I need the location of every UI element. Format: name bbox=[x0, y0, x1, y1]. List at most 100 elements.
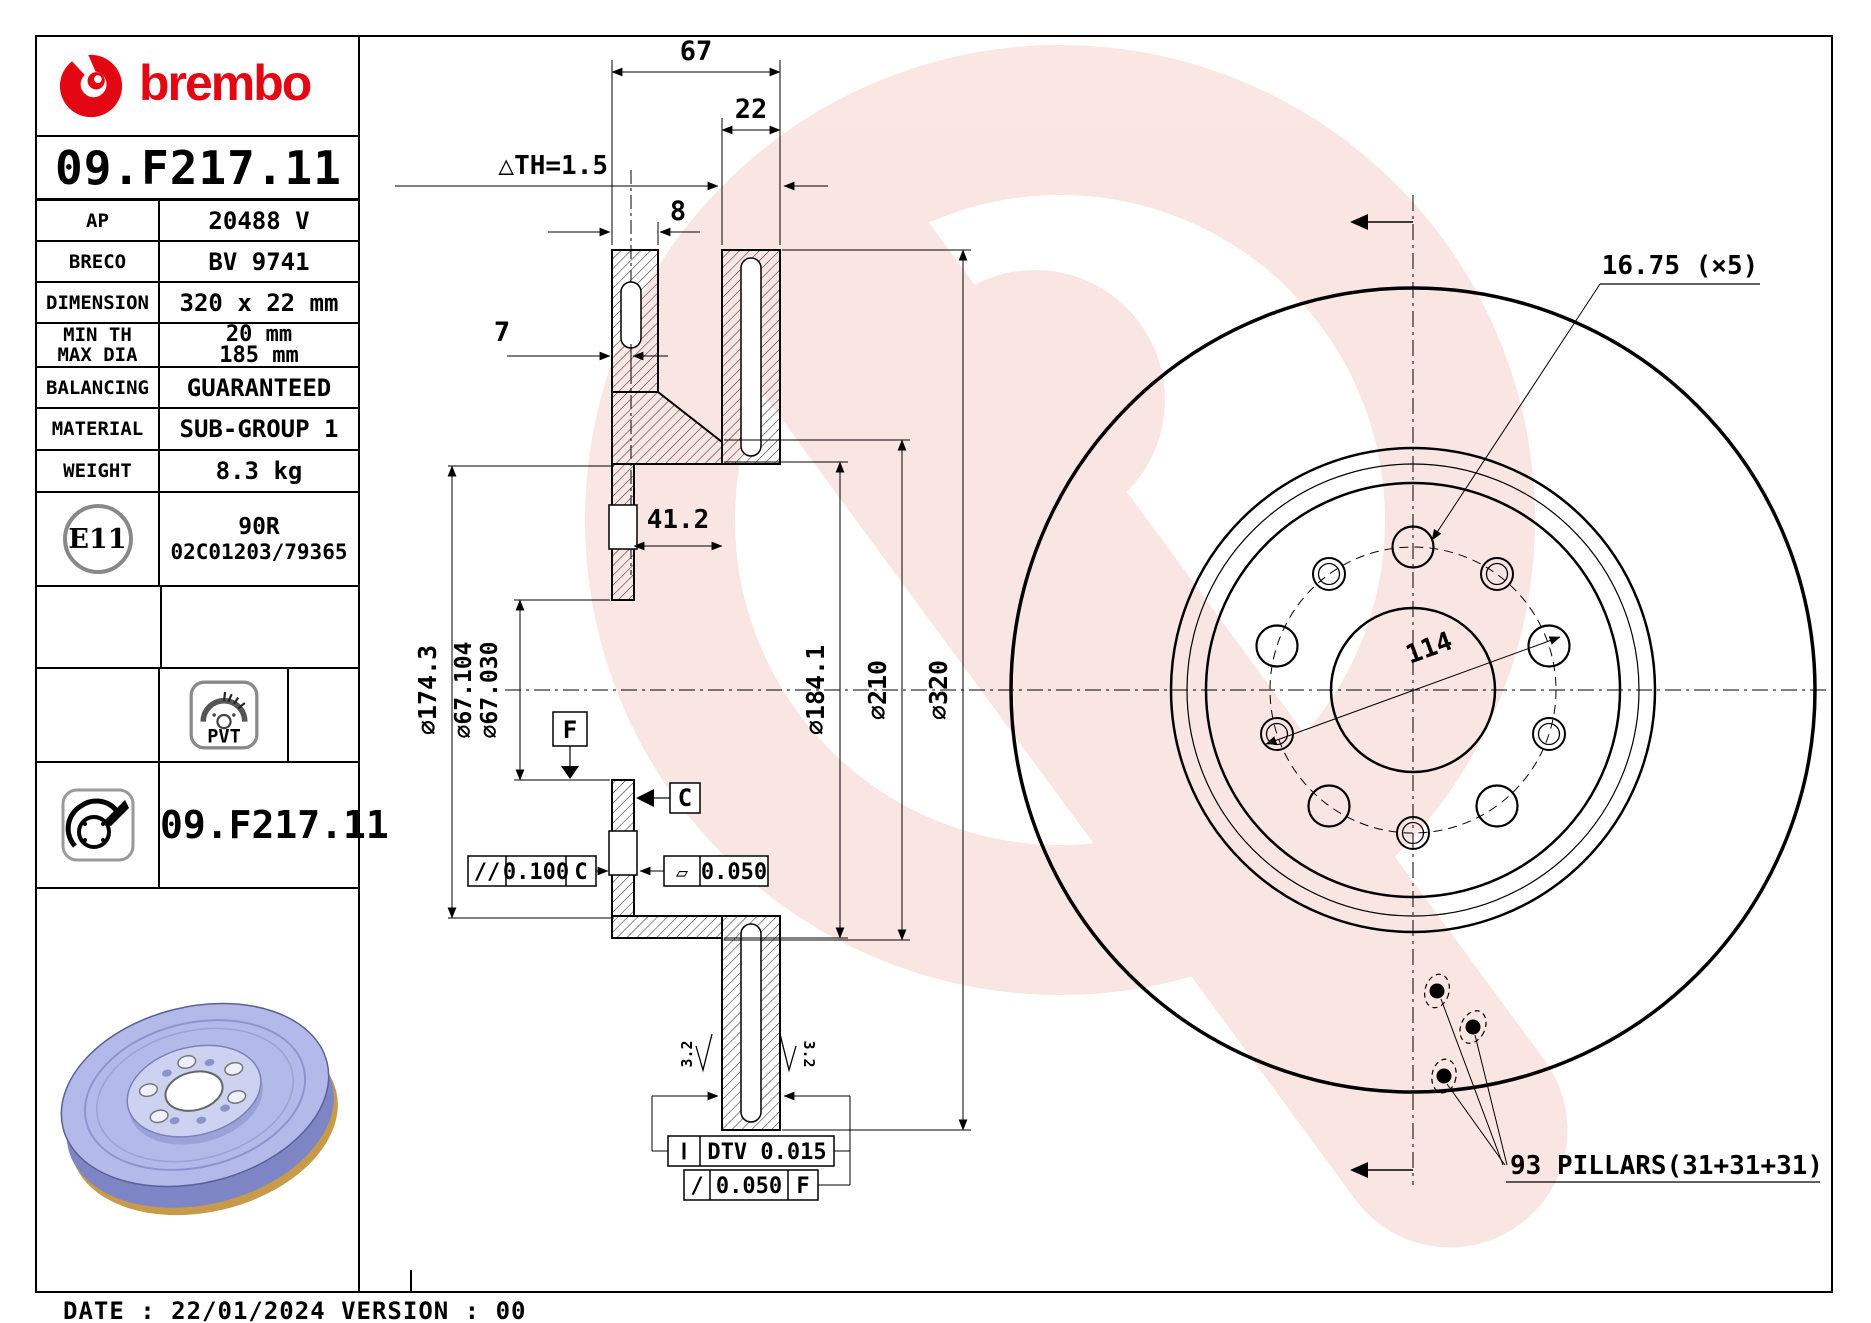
drum-inner-circle bbox=[1186, 463, 1640, 917]
datum-f-label: F bbox=[563, 716, 577, 744]
flange-hole-bottom bbox=[608, 830, 638, 876]
runout-symbol: / bbox=[690, 1174, 703, 1199]
homologation-row: E11 90R 02C01203/79365 bbox=[37, 493, 358, 587]
disc-service-icon bbox=[61, 788, 134, 862]
parallelism-value: 0.100 bbox=[503, 860, 569, 885]
dim-total-width: 67 bbox=[680, 36, 713, 67]
dim-th-note: △TH=1.5 bbox=[498, 151, 608, 181]
footer-part-row: 09.F217.11 bbox=[37, 763, 389, 889]
cross-section-view bbox=[608, 170, 781, 1131]
spec-value: 320 x 22 mm bbox=[179, 288, 339, 317]
spec-row-breco: BRECO BV 9741 bbox=[37, 242, 358, 283]
footer-part-number: 09.F217.11 bbox=[160, 803, 389, 847]
section-dimensions bbox=[395, 60, 971, 1186]
disc-render-row bbox=[37, 889, 358, 1291]
vent-slot-bottom bbox=[740, 923, 762, 1123]
stud-dia-label: 16.75 (×5) bbox=[1602, 251, 1759, 281]
spec-label: MIN TH bbox=[63, 324, 132, 346]
datum-c: C bbox=[636, 782, 701, 814]
homologation-line1: 90R bbox=[238, 514, 280, 540]
gdt-flatness-frame: ▱ 0.050 bbox=[663, 855, 769, 887]
spec-row-dimension: DIMENSION 320 x 22 mm bbox=[37, 283, 358, 324]
dim-dia-184: ⌀184.1 bbox=[801, 645, 830, 735]
pvt-row: PVT bbox=[37, 669, 358, 763]
part-number: 09.F217.11 bbox=[55, 140, 342, 195]
spec-value: 185 mm bbox=[219, 343, 299, 368]
dim-flange-thickness: 8 bbox=[670, 196, 686, 227]
pillars-label: 93 PILLARS(31+31+31) bbox=[1510, 1151, 1823, 1181]
gdt-parallelism-frame: // 0.100 C bbox=[467, 855, 597, 887]
e11-badge: E11 bbox=[62, 504, 133, 574]
pvt-label: PVT bbox=[207, 726, 241, 747]
brand-wordmark: brembo bbox=[139, 55, 312, 111]
rotation-arrow-top bbox=[1350, 214, 1368, 230]
spec-label: AP bbox=[86, 209, 109, 232]
pillar-dots bbox=[1424, 973, 1487, 1094]
flange-circle bbox=[1204, 481, 1622, 899]
front-view bbox=[1009, 195, 1820, 1185]
stud-hole-cut bbox=[620, 281, 642, 349]
dim-drum-depth: 41.2 bbox=[647, 505, 710, 535]
runout-value: 0.050 bbox=[716, 1174, 782, 1199]
spec-row-material: MATERIAL SUB-GROUP 1 bbox=[37, 409, 358, 451]
datum-c-label: C bbox=[678, 784, 692, 812]
brembo-watermark bbox=[585, 45, 1568, 1248]
disc-3d-render bbox=[60, 1002, 338, 1216]
spec-label: DIMENSION bbox=[46, 291, 149, 314]
roughness-left: 3.2 bbox=[678, 1040, 696, 1067]
dim-wall-thickness: 7 bbox=[494, 317, 510, 348]
empty-row bbox=[37, 587, 358, 669]
spec-value: 8.3 kg bbox=[215, 457, 303, 485]
frame-tick bbox=[410, 1270, 412, 1293]
spec-label: WEIGHT bbox=[63, 460, 132, 482]
e11-text: E11 bbox=[68, 523, 127, 555]
spec-label: MAX DIA bbox=[57, 344, 138, 366]
vent-slot-top bbox=[740, 257, 762, 457]
dim-band-thickness: 22 bbox=[735, 94, 768, 125]
parallelism-datum: C bbox=[574, 860, 587, 885]
spec-label: BRECO bbox=[68, 250, 127, 273]
pvt-icon: PVT bbox=[189, 680, 258, 750]
spec-label: MATERIAL bbox=[51, 418, 144, 440]
parallelism-symbol: // bbox=[474, 860, 501, 885]
runout-datum: F bbox=[796, 1174, 809, 1199]
spec-value: 20 mm bbox=[225, 322, 293, 347]
spec-row-ap: AP 20488 V bbox=[37, 201, 358, 242]
section-hat-wall-bottom bbox=[611, 915, 723, 939]
dim-dia-67-max: ⌀67.104 bbox=[451, 642, 477, 739]
flange-hole-top bbox=[608, 504, 638, 550]
date-version-footer: DATE : 22/01/2024 VERSION : 00 bbox=[63, 1297, 527, 1323]
dim-dia-320: ⌀320 bbox=[924, 660, 953, 720]
gdt-runout-frame: / 0.050 F bbox=[683, 1169, 819, 1201]
gdt-dtv-frame: Ⅰ DTV 0.015 bbox=[667, 1135, 835, 1167]
front-view-labels: 114 16.75 (×5) 93 PILLARS(31+31+31) bbox=[1402, 251, 1823, 1181]
dtv-symbol: Ⅰ bbox=[681, 1140, 688, 1165]
brembo-logo-icon bbox=[59, 48, 123, 118]
datum-f: F bbox=[552, 711, 588, 779]
spec-row-minth-maxdia: MIN TH MAX DIA 20 mm 185 mm bbox=[37, 324, 358, 368]
spec-value: SUB-GROUP 1 bbox=[179, 415, 339, 443]
rotation-arrow-bottom bbox=[1350, 1162, 1368, 1178]
flatness-symbol: ▱ bbox=[676, 860, 688, 884]
brand-header: brembo bbox=[37, 37, 358, 137]
roughness-right: 3.2 bbox=[800, 1040, 818, 1067]
spec-value: GUARANTEED bbox=[186, 373, 332, 402]
hat-outer-circle bbox=[1169, 446, 1657, 934]
dim-dia-210: ⌀210 bbox=[863, 660, 892, 720]
stud-dia-leader bbox=[1431, 283, 1601, 541]
part-number-row: 09.F217.11 bbox=[37, 137, 358, 201]
pillar-leaders bbox=[1440, 998, 1508, 1166]
spec-label: BALANCING bbox=[46, 376, 149, 399]
bolt-circle-dim-line bbox=[1265, 636, 1561, 745]
spec-value: 20488 V bbox=[208, 206, 310, 235]
dim-dia-174: ⌀174.3 bbox=[413, 645, 442, 735]
spec-value: BV 9741 bbox=[208, 247, 310, 276]
homologation-line2: 02C01203/79365 bbox=[170, 540, 348, 564]
flatness-value: 0.050 bbox=[701, 860, 767, 885]
spec-row-weight: WEIGHT 8.3 kg bbox=[37, 451, 358, 493]
disc-outer-circle bbox=[1009, 286, 1817, 1094]
spec-panel: brembo 09.F217.11 AP 20488 V BRECO BV 97… bbox=[35, 35, 389, 1293]
dtv-value: DTV 0.015 bbox=[707, 1140, 826, 1165]
technical-drawing: 67 22 △TH=1.5 8 7 41.2 ⌀174.3 ⌀67.104 ⌀6… bbox=[395, 36, 1830, 1248]
